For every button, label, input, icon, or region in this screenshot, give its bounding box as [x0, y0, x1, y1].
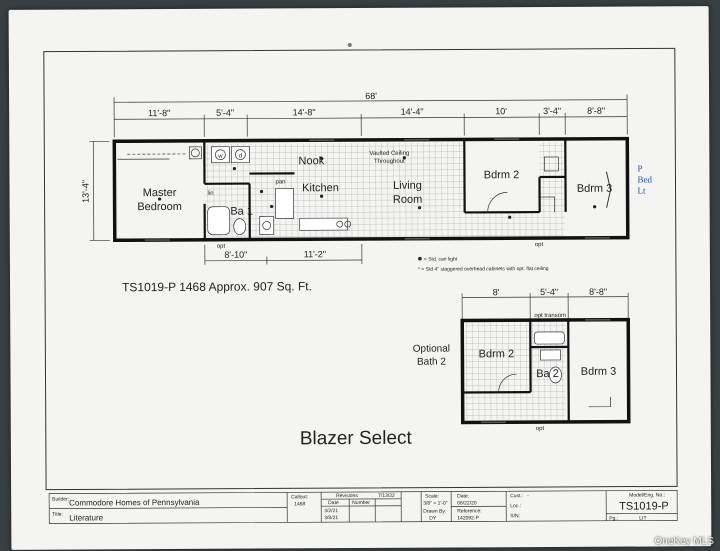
label-opt-2: opt [535, 242, 544, 248]
label-dryer: d [239, 154, 242, 160]
main-floorplan: Master Bedroom w d lin Ba 1 pan Nook Kit… [112, 136, 653, 250]
label-vaulted-1: Vaulted Ceiling [369, 151, 409, 157]
svg-text:Pg.:: Pg.: [609, 516, 618, 522]
label-ba2: Ba 2 [536, 368, 559, 380]
optional-label-2: Bath 2 [417, 357, 446, 368]
label-opt-bdrm2: Bdrm 2 [479, 348, 515, 360]
svg-text:Reference:: Reference: [457, 508, 481, 514]
label-living-1: Living [393, 180, 422, 192]
top-marker [347, 43, 352, 48]
label-kitchen: Kitchen [302, 182, 339, 194]
dim-top-2: 5'-4" [216, 108, 234, 118]
svg-text:3/2/21: 3/2/21 [324, 508, 338, 514]
svg-text:Builder:: Builder: [52, 497, 69, 503]
svg-text:Date:: Date: [457, 493, 469, 499]
label-vaulted-2: Throughout [374, 159, 405, 165]
svg-text:Model/Eng. No.:: Model/Eng. No.: [629, 492, 665, 498]
dim-top-7: 8'-8" [587, 106, 605, 116]
dim-top-4: 14'-4" [401, 107, 424, 117]
model-line: TS1019-P 1468 Approx. 907 Sq. Ft. [122, 279, 312, 294]
svg-text:Callout:: Callout: [291, 494, 308, 500]
title-value: Literature [69, 513, 103, 522]
svg-text:3/8/21: 3/8/21 [324, 515, 338, 521]
legend-cabinets: * = Std 4" staggered overhead cabinets w… [418, 266, 549, 273]
label-opt-3: opt [536, 426, 545, 432]
dim-top-5: 10' [495, 106, 507, 116]
label-washer: w [217, 154, 223, 160]
svg-text:Loc.:: Loc.: [510, 503, 521, 509]
svg-text:LIT: LIT [639, 516, 646, 522]
svg-text:Cust.:: Cust.: [510, 493, 523, 499]
title-block-text: Builder: Commodore Homes of Pennsylvania… [52, 492, 669, 522]
optional-bath-plan: opt transom Bdrm 2 Ba 2 Bdrm 3 opt [460, 313, 631, 432]
handwritten-note: P Bed Lt [637, 164, 652, 196]
label-master-2: Bedroom [137, 201, 182, 213]
dim-top-6: 3'-4" [543, 106, 561, 116]
svg-text:Date: Date [328, 500, 339, 506]
svg-text:3/8" = 1'-0": 3/8" = 1'-0" [423, 501, 448, 507]
label-bdrm2: Bdrm 2 [484, 169, 520, 181]
svg-text:Scale:: Scale: [425, 494, 439, 500]
optional-dimensions [461, 292, 629, 321]
svg-text:7/13/22: 7/13/22 [378, 493, 395, 499]
label-pantry: pan [275, 179, 285, 185]
svg-text:-: - [527, 493, 529, 499]
svg-text:DY: DY [429, 516, 437, 522]
builder-name: Commodore Homes of Pennsylvania [69, 498, 200, 508]
can-lights [157, 156, 597, 219]
label-opt-bdrm3: Bdrm 3 [581, 366, 617, 378]
model-number: TS1019-P [619, 500, 669, 512]
svg-text:P: P [637, 164, 642, 174]
svg-text:Bed: Bed [637, 174, 652, 184]
top-dimensions [113, 94, 628, 138]
bottom-dimensions [204, 243, 363, 265]
dim-opt-1: 8' [493, 287, 500, 297]
dim-top-1: 11'-8" [148, 108, 170, 118]
title-block [48, 489, 678, 524]
label-opt-transom: opt transom [534, 313, 566, 319]
svg-text:06/22/20: 06/22/20 [457, 500, 477, 506]
height-dimension [89, 140, 110, 241]
optional-label-1: Optional [413, 344, 450, 355]
label-linen: lin [208, 191, 214, 197]
svg-text:Drawn By:: Drawn By: [423, 509, 446, 515]
label-master-1: Master [143, 187, 177, 199]
label-living-2: Room [393, 194, 422, 206]
floorplan-sheet: 68' 11'-8" 5'-4" 14'-8" 14'-4" 10' 3'-4"… [8, 6, 712, 550]
svg-text:Number: Number [352, 500, 370, 506]
watermark: OneKey MLS [654, 536, 714, 547]
legend-can-light-icon [418, 256, 422, 261]
label-bath1: Ba 1 [230, 206, 253, 218]
label-bdrm3: Bdrm 3 [577, 183, 613, 195]
dim-opt-3: 8'-8" [589, 287, 607, 297]
svg-text:Revisions: Revisions [336, 493, 358, 499]
series-title: Blazer Select [300, 428, 413, 450]
sheet-border [43, 47, 678, 491]
dim-bottom-2: 11'-2" [304, 249, 326, 259]
svg-text:142092-P: 142092-P [457, 515, 479, 521]
dim-height: 13'-4" [80, 180, 90, 203]
dim-bottom-1: 8'-10" [224, 250, 247, 260]
svg-text:Title:: Title: [52, 512, 63, 518]
label-opt-1: opt [217, 244, 226, 250]
label-nook: Nook [299, 155, 325, 167]
dim-top-3: 14'-8" [293, 107, 316, 117]
floorplan-drawing: 68' 11'-8" 5'-4" 14'-8" 14'-4" 10' 3'-4"… [43, 43, 678, 524]
dim-opt-2: 5'-4" [540, 287, 558, 297]
legend-can-light: = Std. can light [424, 256, 458, 262]
dim-overall: 68' [365, 91, 377, 101]
svg-text:Lt: Lt [638, 186, 647, 196]
svg-text:S/N:: S/N: [510, 513, 520, 519]
svg-text:1468: 1468 [294, 501, 305, 507]
